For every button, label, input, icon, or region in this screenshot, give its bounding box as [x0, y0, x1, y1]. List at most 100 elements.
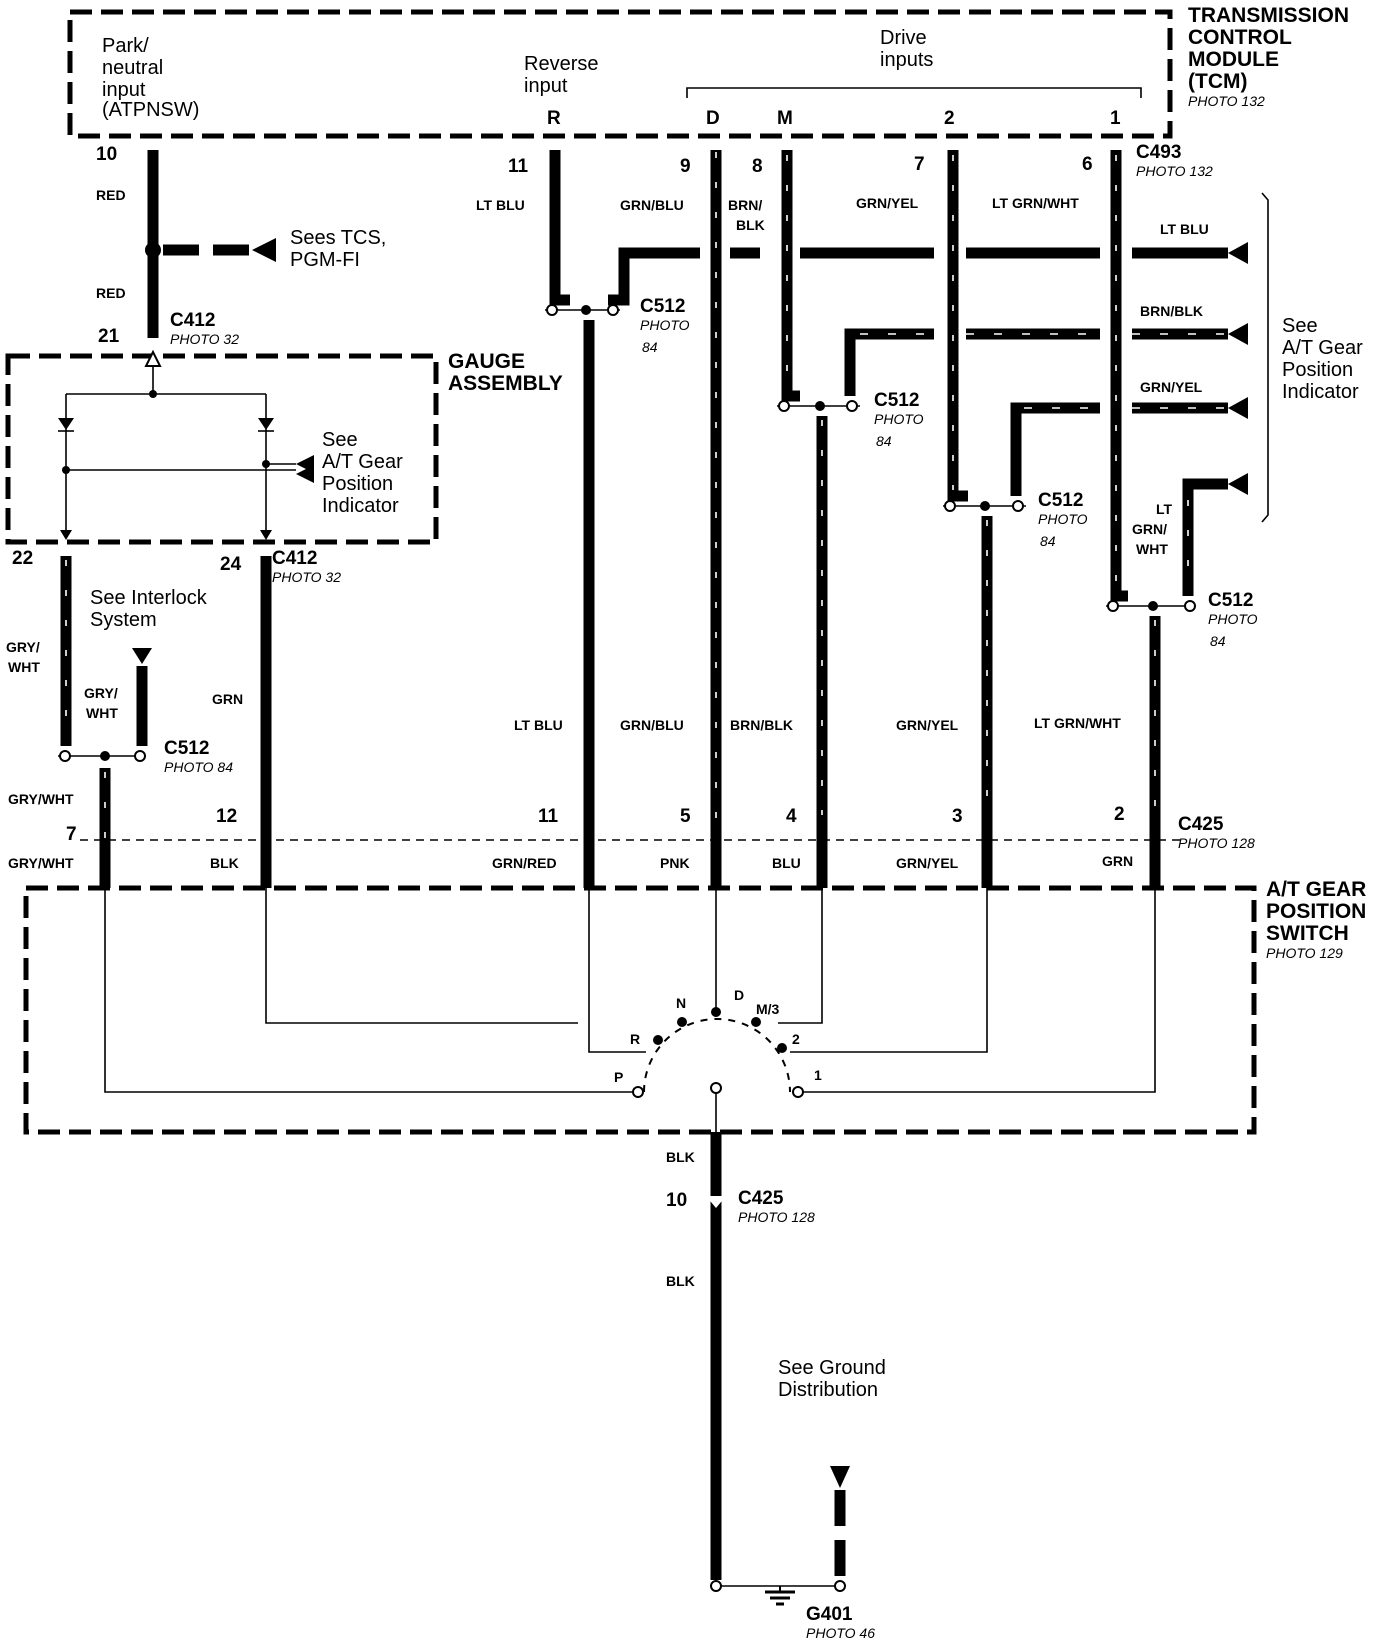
gauge-title-2: ASSEMBLY	[448, 372, 563, 395]
park-neutral-3: input	[102, 79, 146, 101]
lt-blu-label: LT BLU	[476, 197, 525, 213]
brn-blk-label-2: BLK	[736, 217, 765, 233]
right-lt-grn-wht-3: WHT	[1136, 541, 1168, 557]
mid-wire-brn-blk: BRN/BLK	[730, 717, 793, 733]
c512-photo-1a: PHOTO	[640, 317, 690, 333]
g401-label: G401	[806, 1604, 853, 1625]
lower-wire-pnk: PNK	[660, 855, 690, 871]
switch-pos-1: 1	[814, 1067, 822, 1083]
grn-label-left: GRN	[212, 691, 243, 707]
c512-photo-3a: PHOTO	[1038, 511, 1088, 527]
gry-wht-mid-label: GRY/WHT	[8, 791, 74, 807]
g401-photo: PHOTO 46	[806, 1625, 875, 1641]
c512-label-5: C512	[164, 738, 209, 759]
right-see-4: Indicator	[1282, 381, 1359, 403]
gry-wht-left-1: GRY/	[6, 639, 40, 655]
gry-wht-left-2: WHT	[8, 659, 40, 675]
c425-ground-label: C425	[738, 1188, 784, 1209]
right-lt-grn-wht-2: GRN/	[1132, 521, 1167, 537]
arrow-icon	[830, 1466, 850, 1488]
c425-pin-5: 5	[680, 806, 691, 827]
c412-bottom-label: C412	[272, 548, 317, 569]
arrow-icon	[1228, 242, 1248, 264]
c512-label-2: C512	[874, 390, 919, 411]
lt-grn-wht-label: LT GRN/WHT	[992, 195, 1079, 211]
brn-blk-wire-upper	[781, 150, 800, 402]
c512-connector-4	[1106, 600, 1196, 612]
gauge-assembly-box	[5, 353, 439, 545]
c512-label-4: C512	[1208, 590, 1253, 611]
arrow-icon	[1228, 397, 1248, 419]
grn-yel-label: GRN/YEL	[856, 195, 919, 211]
switch-pos-2: 2	[792, 1031, 800, 1047]
c512-connector-2	[777, 400, 860, 412]
c412-top-label: C412	[170, 310, 215, 331]
arrow-icon	[1228, 323, 1248, 345]
switch-pos-d: D	[734, 987, 744, 1003]
indicator-bracket	[1261, 192, 1269, 523]
right-lt-grn-wht-1: LT	[1156, 501, 1173, 517]
arrow-icon	[252, 238, 276, 262]
park-neutral-1: Park/	[102, 35, 149, 57]
switch-pos-n: N	[676, 995, 686, 1011]
c512-connector-5	[58, 750, 146, 762]
connector-mark	[706, 1196, 726, 1208]
switch-pos-m3: M/3	[756, 1001, 780, 1017]
gear-switch-box	[23, 885, 1257, 1135]
c512-label-3: C512	[1038, 490, 1083, 511]
c512-connector-1	[545, 304, 620, 316]
red-label-bottom: RED	[96, 285, 126, 301]
gauge-circuit	[58, 349, 314, 540]
tcm-box	[67, 9, 1173, 139]
tcm-pin-7: 7	[914, 154, 925, 175]
c425-ground-photo: PHOTO 128	[738, 1209, 815, 1225]
reverse-input-1: Reverse	[524, 53, 598, 75]
c493-label: C493	[1136, 142, 1181, 163]
c512-photo-3b: 84	[1040, 533, 1056, 549]
red-label-top: RED	[96, 187, 126, 203]
c512-photo-2a: PHOTO	[874, 411, 924, 427]
c512-photo-1b: 84	[642, 339, 658, 355]
tcm-internal-1: 1	[1110, 108, 1121, 129]
c425-pin-4: 4	[786, 806, 797, 827]
ground-blk-bottom: BLK	[666, 1273, 695, 1289]
lt-blu-wire-upper	[549, 150, 570, 306]
tcm-internal-2: 2	[944, 108, 955, 129]
interlock-1: See Interlock	[90, 587, 208, 609]
right-wire-lt-blu: LT BLU	[1160, 221, 1209, 237]
tcm-title-4: (TCM)	[1188, 70, 1247, 93]
c412-bottom-photo: PHOTO 32	[272, 569, 341, 585]
mid-wire-lt-grn-wht: LT GRN/WHT	[1034, 715, 1121, 731]
right-see-2: A/T Gear	[1282, 337, 1363, 359]
switch-photo: PHOTO 129	[1266, 945, 1343, 961]
mid-wire-lt-blu: LT BLU	[514, 717, 563, 733]
ground-pin-10: 10	[666, 1190, 687, 1211]
lt-grn-wht-indicator-wire	[1182, 478, 1228, 596]
tcm-pin-8: 8	[752, 156, 763, 177]
lower-wire-grn-yel: GRN/YEL	[896, 855, 959, 871]
arrow-icon	[132, 648, 152, 664]
c512-label-1: C512	[640, 296, 685, 317]
c425-pin-12: 12	[216, 806, 237, 827]
switch-pos-r: R	[630, 1031, 640, 1047]
tcm-internal-r: R	[547, 108, 561, 129]
gry-wht-inner-2: WHT	[86, 705, 118, 721]
right-see-3: Position	[1282, 359, 1353, 381]
gry-wht-low-label: GRY/WHT	[8, 855, 74, 871]
lower-wire-grn: GRN	[1102, 853, 1133, 869]
lower-wire-blk: BLK	[210, 855, 239, 871]
drive-inputs-bracket	[686, 87, 1142, 98]
c425-pin-3: 3	[952, 806, 963, 827]
brn-blk-label-1: BRN/	[728, 197, 762, 213]
c512-photo-4a: PHOTO	[1208, 611, 1258, 627]
c412-pin-24: 24	[220, 554, 242, 575]
c512-connector-3	[943, 500, 1026, 512]
switch-title-1: A/T GEAR	[1266, 878, 1366, 901]
grn-yel-wire-upper	[947, 150, 968, 502]
gauge-see-1: See	[322, 429, 358, 451]
grn-blu-branch	[608, 247, 700, 306]
gear-switch-contacts	[104, 888, 1156, 1132]
splice	[145, 242, 161, 258]
drive-inputs-2: inputs	[880, 49, 933, 71]
